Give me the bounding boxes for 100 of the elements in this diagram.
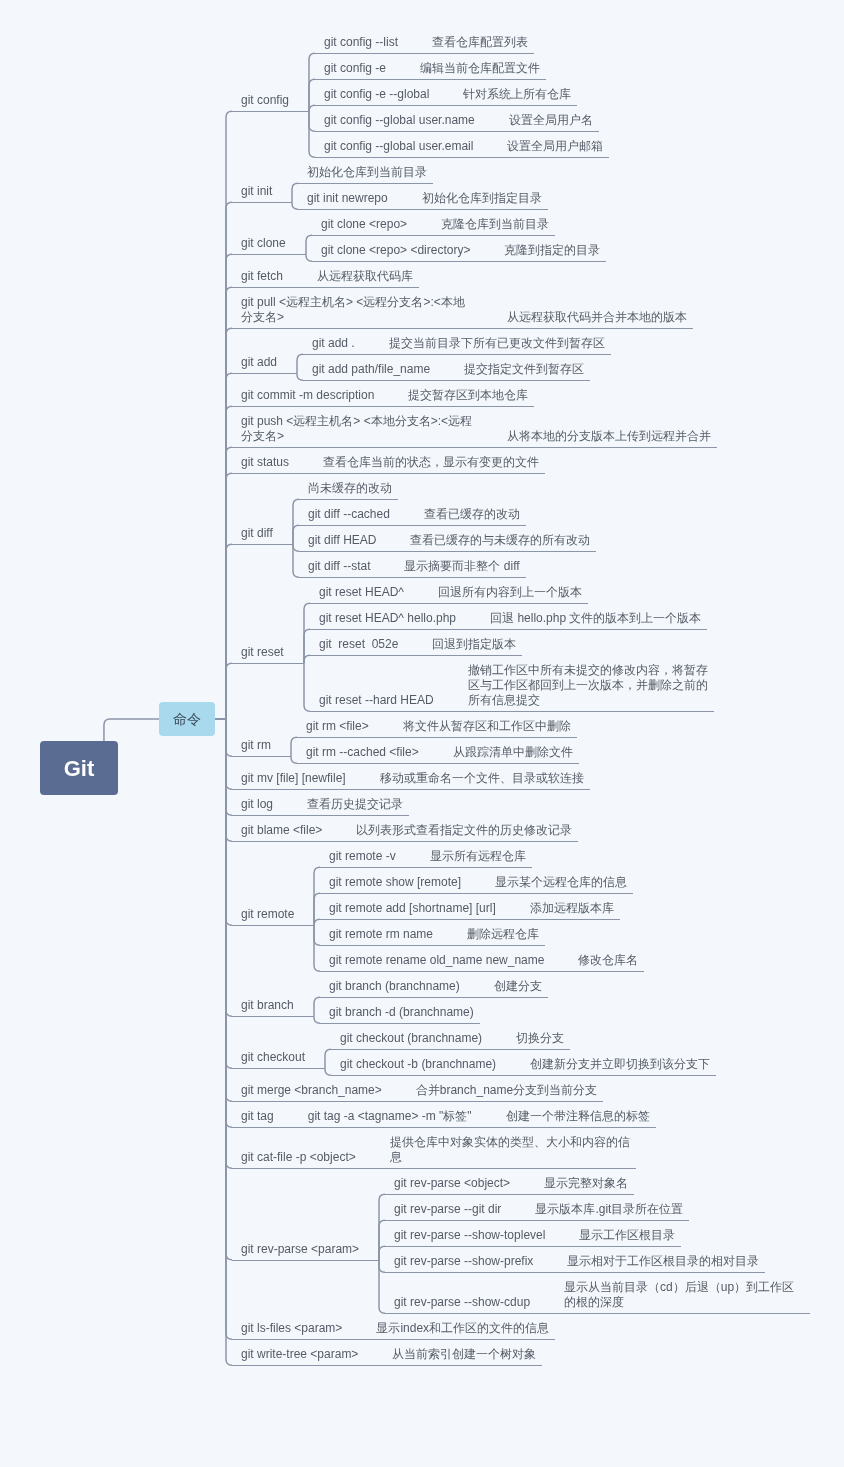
command-text: git remote rename old_name new_name [329,953,545,968]
description-text: 编辑当前仓库配置文件 [420,61,541,76]
command-text: git remote -v [329,849,396,864]
command-text: git remote add [shortname] [url] [329,901,496,916]
command-text: git rev-parse --show-prefix [394,1254,534,1269]
branch-line [313,918,321,926]
description-text: 从将本地的分支版本上传到远程并合并 [507,429,711,444]
command-text: git remote show [remote] [329,875,462,890]
description-text: 回退所有内容到上一个版本 [438,585,582,600]
command-text: git mv [file] [newfile] [241,771,346,786]
description-text: 设置全局用户名 [508,113,593,128]
description-text: 从远程获取代码库 [317,269,414,284]
command-text: 尚未缓存的改动 [308,481,392,496]
description-text: 初始化仓库到指定目录 [421,191,542,206]
command-text: git init [241,184,273,199]
description-text: 从当前索引创建一个树对象 [392,1347,537,1362]
topic-title: Git [63,760,95,776]
command-text: git branch (branchname) [329,979,460,994]
command-text: git config [241,93,290,108]
command-text: git reset HEAD^ [319,585,404,600]
branch-line [308,78,316,112]
branch-line [303,662,311,712]
description-text: 从跟踪清单中删除文件 [452,745,573,760]
branch-line [291,182,299,203]
command-text: git diff --cached [308,507,390,522]
branch-line [296,372,304,381]
description-text: 创建分支 [493,979,542,994]
command-text: git ls-files <param> [241,1321,343,1336]
command-text: git merge <branch_name> [241,1083,382,1098]
command-text: git rm [241,738,271,753]
description-text: 以列表形式查看指定文件的历史修改记录 [356,823,573,838]
branch-line [290,736,298,757]
command-text: git blame <file> [241,823,323,838]
branch-line [324,1048,332,1069]
description-text: 移动或重命名一个文件、目录或软连接 [379,771,584,786]
description-text: 查看已缓存的改动 [423,507,520,522]
branch-line [308,104,316,112]
description-text: 查看历史提交记录 [307,797,404,812]
description-text: 显示某个远程仓库的信息 [495,875,628,890]
command-text: git checkout -b (branchname) [340,1057,497,1072]
branch-line [378,1245,386,1261]
command-text: git config --list [324,35,399,50]
command-text: git remote rm name [329,927,434,942]
description-text: 显示相对于工作区根目录的相对目录 [567,1254,760,1269]
command-text: git reset [241,645,284,660]
description-text: 创建一个带注释信息的标签 [505,1109,650,1124]
command-text: git branch -d (branchname) [329,1005,474,1020]
command-text: git config -e --global [324,87,430,102]
description-text: 显示完整对象名 [544,1176,629,1191]
description-text: 提交当前目录下所有已更改文件到暂存区 [388,336,605,351]
command-text: git clone [241,236,286,251]
description-text: 提供仓库中对象实体的类型、大小和内容的信息 [389,1135,630,1165]
command-text: git reset 052e [319,637,399,652]
description-text: 显示从当前目录（cd）后退（up）到工作区的根的深度 [564,1280,796,1310]
description-text: 显示index和工作区的文件的信息 [376,1321,550,1336]
command-text: git rev-parse <param> [241,1241,360,1257]
command-text: git rev-parse --git dir [394,1202,502,1217]
command-text: git reset --hard HEAD [319,693,434,708]
command-text: git push <远程主机名> <本地分支名>:<远程分支名> [241,414,473,444]
command-text: git rev-parse <object> [394,1176,511,1191]
description-text: 创建新分支并立即切换到该分支下 [530,1057,711,1072]
description-text: 回退到指定版本 [432,637,517,652]
branch-line [291,201,299,210]
branch-line [324,1067,332,1076]
description-text: 回退 hello.php 文件的版本到上一个版本 [490,611,702,626]
command-text: git checkout [241,1050,306,1065]
command-text: git add [241,355,278,370]
command-text: git remote [241,907,295,922]
description-text: git tag -a <tagname> -m "标签" [307,1109,472,1124]
description-text: 查看仓库配置列表 [432,35,529,50]
command-text: git status [241,455,290,470]
command-text: git write-tree <param> [241,1347,359,1362]
description-text: 将文件从暂存区和工作区中删除 [402,719,571,734]
command-text: git init newrepo [307,191,388,206]
description-text: 查看仓库当前的状态，显示有变更的文件 [323,455,540,470]
branch-line [292,524,300,545]
command-text: git rm <file> [306,719,369,734]
command-text: git config --global user.email [324,139,474,154]
command-text: git diff HEAD [308,533,377,548]
description-text: 克隆仓库到当前目录 [441,217,550,232]
command-text: 初始化仓库到当前目录 [307,165,427,180]
description-text: 添加远程版本库 [529,901,614,916]
description-text: 修改仓库名 [578,953,639,968]
command-text: git fetch [241,269,284,284]
command-text: git tag [241,1109,274,1124]
topic-title: 命令 [173,711,201,727]
command-text: git config -e [324,61,387,76]
command-text: git add . [312,336,355,351]
branch-line [305,234,313,255]
description-text: 提交暂存区到本地仓库 [408,388,529,403]
description-text: 切换分支 [516,1031,565,1046]
description-text: 克隆到指定的目录 [504,243,601,258]
command-text: git add path/file_name [312,362,431,377]
branch-line [303,654,311,664]
command-text: git clone <repo> <directory> [321,243,471,258]
command-text: git pull <远程主机名> <远程分支名>:<本地分支名> [241,295,466,325]
command-text: git rm --cached <file> [306,745,419,760]
branch-line [313,892,321,926]
branch-line [296,353,304,374]
root-topic [40,741,118,795]
